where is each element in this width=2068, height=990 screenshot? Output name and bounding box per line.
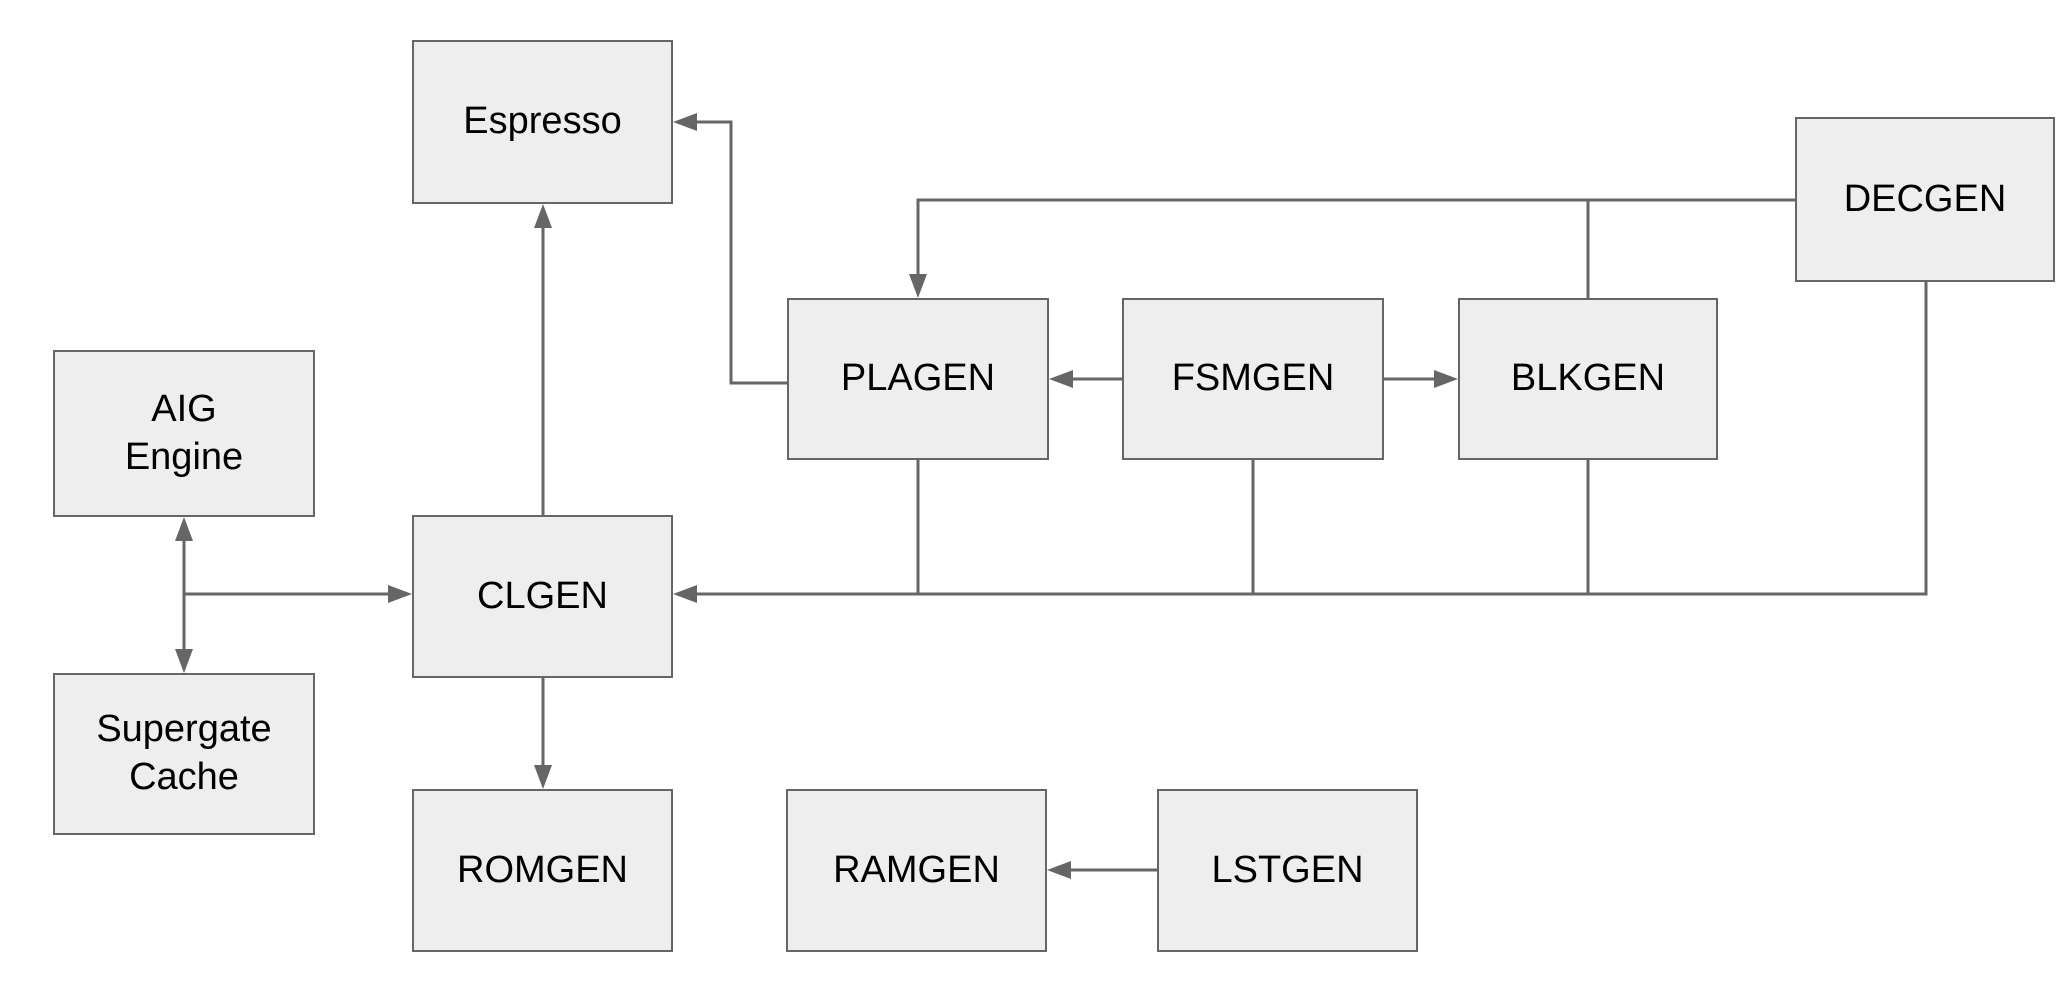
edge-decgen-to-plagen	[909, 198, 1795, 298]
edge-fsmgen-to-plagen	[1049, 370, 1122, 388]
node-ramgen[interactable]: RAMGEN	[786, 789, 1047, 952]
node-aig-engine[interactable]: AIG Engine	[53, 350, 315, 517]
node-supergate-cache[interactable]: Supergate Cache	[53, 673, 315, 835]
edge-clgen-to-espresso	[534, 204, 552, 515]
edge-clgen-to-romgen	[534, 678, 552, 789]
node-espresso[interactable]: Espresso	[412, 40, 673, 204]
edge-fsmgen-to-clgen	[918, 460, 1255, 596]
edge-plagen-to-espresso	[673, 113, 787, 385]
edge-plagen-to-clgen	[673, 460, 920, 603]
edge-lstgen-to-ramgen	[1047, 861, 1157, 879]
edge-fsmgen-to-blkgen	[1384, 370, 1458, 388]
node-lstgen[interactable]: LSTGEN	[1157, 789, 1418, 952]
node-plagen[interactable]: PLAGEN	[787, 298, 1049, 460]
edge-aig-bus-to-clgen	[184, 585, 412, 603]
edge-aig-supergate	[175, 517, 193, 673]
edge-blkgen-to-clgen	[1253, 460, 1590, 596]
node-decgen[interactable]: DECGEN	[1795, 117, 2055, 282]
node-romgen[interactable]: ROMGEN	[412, 789, 673, 952]
node-blkgen[interactable]: BLKGEN	[1458, 298, 1718, 460]
node-clgen[interactable]: CLGEN	[412, 515, 673, 678]
node-fsmgen[interactable]: FSMGEN	[1122, 298, 1384, 460]
